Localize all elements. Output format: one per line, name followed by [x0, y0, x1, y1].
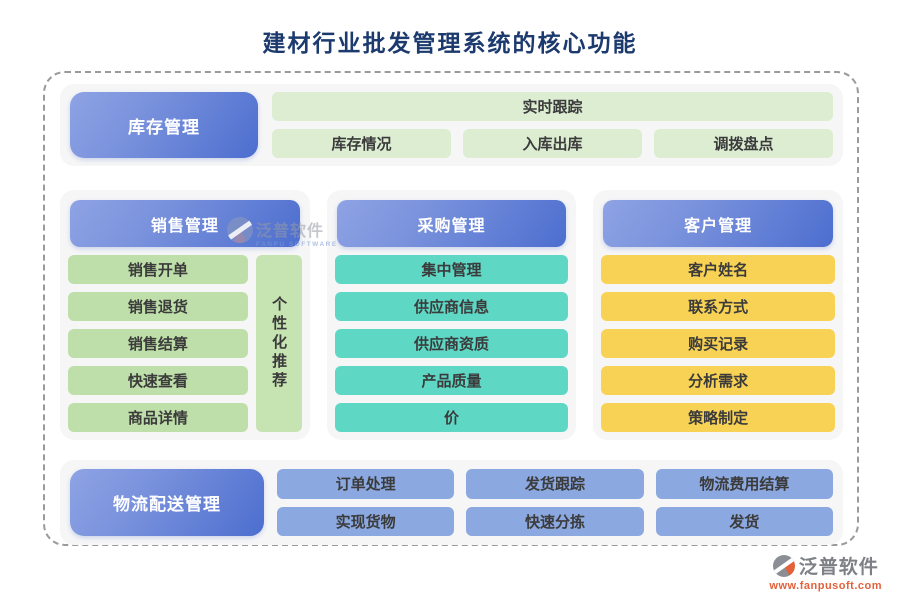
- pill-contact-method[interactable]: 联系方式: [601, 292, 836, 321]
- sales-header-button[interactable]: 销售管理: [70, 200, 300, 247]
- pill-strategy-making[interactable]: 策略制定: [601, 403, 836, 432]
- pill-transfer-stocktake[interactable]: 调拨盘点: [654, 129, 833, 158]
- logistics-section: 物流配送管理 订单处理 发货跟踪 物流费用结算 实现货物 快速分拣 发货: [60, 460, 843, 545]
- footer-brand: 泛普软件 www.fanpusoft.com: [769, 552, 882, 592]
- pill-sales-settlement[interactable]: 销售结算: [68, 329, 248, 358]
- middle-columns: 销售管理 销售开单 销售退货 销售结算 快速查看 商品详情 个性化推荐 采购管理…: [60, 190, 844, 440]
- pill-logistics-fee-settlement[interactable]: 物流费用结算: [655, 469, 833, 499]
- dashed-frame: [43, 71, 859, 546]
- purchase-column: 采购管理 集中管理 供应商信息 供应商资质 产品质量 价: [326, 190, 577, 440]
- pill-supplier-info[interactable]: 供应商信息: [334, 292, 569, 321]
- pill-shipping[interactable]: 发货: [655, 506, 833, 536]
- sales-pill-list: 销售开单 销售退货 销售结算 快速查看 商品详情: [68, 255, 248, 432]
- logistics-pill-grid: 订单处理 发货跟踪 物流费用结算 实现货物 快速分拣 发货: [277, 469, 833, 536]
- pill-realize-goods[interactable]: 实现货物: [277, 506, 455, 536]
- pill-demand-analysis[interactable]: 分析需求: [601, 366, 836, 395]
- customer-pill-list: 客户姓名 联系方式 购买记录 分析需求 策略制定: [601, 255, 836, 432]
- customer-header-button[interactable]: 客户管理: [603, 200, 834, 247]
- pill-quick-sorting[interactable]: 快速分拣: [466, 506, 644, 536]
- pill-inbound-outbound[interactable]: 入库出库: [463, 129, 642, 158]
- customer-column: 客户管理 客户姓名 联系方式 购买记录 分析需求 策略制定: [593, 190, 844, 440]
- inventory-section: 库存管理 实时跟踪 库存情况 入库出库 调拨盘点: [60, 84, 843, 166]
- pill-customer-name[interactable]: 客户姓名: [601, 255, 836, 284]
- sales-body: 销售开单 销售退货 销售结算 快速查看 商品详情 个性化推荐: [68, 255, 302, 432]
- inventory-pill-row: 库存情况 入库出库 调拨盘点: [272, 129, 833, 158]
- pill-purchase-record[interactable]: 购买记录: [601, 329, 836, 358]
- pill-personalized-recommendation[interactable]: 个性化推荐: [255, 255, 302, 432]
- pill-stock-status[interactable]: 库存情况: [272, 129, 451, 158]
- purchase-pill-list: 集中管理 供应商信息 供应商资质 产品质量 价: [334, 255, 569, 432]
- purchase-body: 集中管理 供应商信息 供应商资质 产品质量 价: [334, 255, 569, 432]
- pill-centralized-management[interactable]: 集中管理: [334, 255, 569, 284]
- pill-sales-order[interactable]: 销售开单: [68, 255, 248, 284]
- pill-product-details[interactable]: 商品详情: [68, 403, 248, 432]
- pill-sales-return[interactable]: 销售退货: [68, 292, 248, 321]
- footer-brand-row: 泛普软件: [772, 552, 879, 579]
- brand-name: 泛普软件: [798, 557, 879, 578]
- pill-price[interactable]: 价: [334, 403, 569, 432]
- brand-logo-icon: [772, 554, 795, 577]
- pill-shipment-tracking[interactable]: 发货跟踪: [466, 469, 644, 499]
- pill-quick-view[interactable]: 快速查看: [68, 366, 248, 395]
- logistics-header-button[interactable]: 物流配送管理: [70, 469, 264, 536]
- customer-body: 客户姓名 联系方式 购买记录 分析需求 策略制定: [601, 255, 836, 432]
- inventory-header-button[interactable]: 库存管理: [70, 92, 258, 158]
- inventory-pill-area: 实时跟踪 库存情况 入库出库 调拨盘点: [272, 92, 833, 158]
- pill-order-processing[interactable]: 订单处理: [277, 469, 455, 499]
- brand-url-link[interactable]: www.fanpusoft.com: [769, 580, 882, 592]
- purchase-header-button[interactable]: 采购管理: [336, 200, 567, 247]
- pill-realtime-tracking[interactable]: 实时跟踪: [272, 92, 833, 121]
- pill-supplier-qualification[interactable]: 供应商资质: [334, 329, 569, 358]
- page-title: 建材行业批发管理系统的核心功能: [262, 30, 638, 56]
- pill-product-quality[interactable]: 产品质量: [334, 366, 569, 395]
- sales-column: 销售管理 销售开单 销售退货 销售结算 快速查看 商品详情 个性化推荐: [60, 190, 310, 440]
